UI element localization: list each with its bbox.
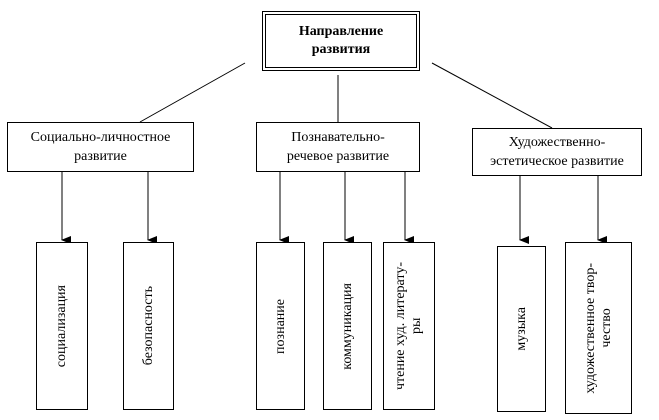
leaf-reading: чтение худ. литерату- ры — [383, 242, 435, 410]
leaf-art-creativity: художественное твор- чество — [565, 242, 632, 414]
branch-cognitive-label: Познавательно- речевое развитие — [286, 130, 390, 164]
branch-art-label: Художественно- эстетическое развитие — [490, 135, 624, 169]
root-label: Направление развития — [298, 24, 384, 57]
leaf-cognition-label: познание — [272, 298, 288, 354]
leaf-socialization: социализация — [36, 242, 88, 410]
branch-cognitive: Познавательно- речевое развитие — [256, 122, 420, 172]
leaf-communication-label: коммуникация — [339, 282, 355, 370]
leaf-socialization-label: социализация — [54, 284, 69, 368]
leaf-safety: безопасность — [123, 242, 174, 410]
root-node: Направление развития — [262, 11, 420, 71]
leaf-music: музыка — [497, 246, 546, 412]
leaf-cognition: познание — [256, 242, 305, 410]
leaf-reading-label: чтение худ. литерату- ры — [393, 261, 424, 391]
branch-social: Социально-личностное развитие — [7, 122, 194, 172]
branch-art: Художественно- эстетическое развитие — [472, 128, 642, 176]
branch-social-label: Социально-личностное развитие — [30, 130, 171, 164]
leaf-communication: коммуникация — [323, 242, 372, 410]
leaf-art-creativity-label: художественное твор- чество — [582, 262, 614, 394]
leaf-safety-label: безопасность — [140, 286, 156, 366]
connector-root-art — [431, 62, 553, 129]
connector-root-social — [139, 62, 246, 123]
leaf-music-label: музыка — [513, 307, 529, 351]
